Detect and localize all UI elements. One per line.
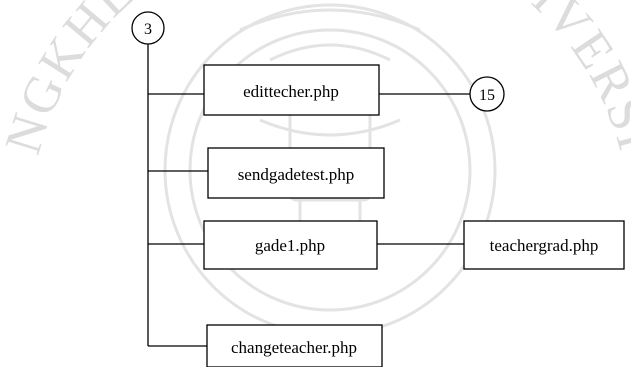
node-gade1-box [203,220,378,270]
node-teachergrad: teachergrad.php [463,220,625,270]
node-gade1-label: gade1.php [255,236,325,255]
node-edittecher: edittecher.php [203,64,380,116]
node-sendgadetest-label: sendgadetest.php [238,165,355,184]
root-circle [131,11,165,45]
node-changeteacher-label: changeteacher.php [231,338,357,357]
node-edittecher-label: edittecher.php [243,82,339,101]
connector-15-circle [469,76,505,112]
node-changeteacher: changeteacher.php [206,324,383,367]
node-edittecher-box [203,64,380,116]
node-sendgadetest: sendgadetest.php [207,147,385,199]
node-teachergrad-label: teachergrad.php [490,236,599,255]
node-connector-15: 15 [469,76,505,112]
root-node-3: 3 [131,11,165,45]
connectors [147,44,470,347]
node-teachergrad-box [463,220,625,270]
connector-15-label: 15 [479,87,495,104]
node-sendgadetest-box [207,147,385,199]
node-gade1: gade1.php [203,220,378,270]
root-label: 3 [144,21,152,38]
node-changeteacher-box [206,324,383,367]
